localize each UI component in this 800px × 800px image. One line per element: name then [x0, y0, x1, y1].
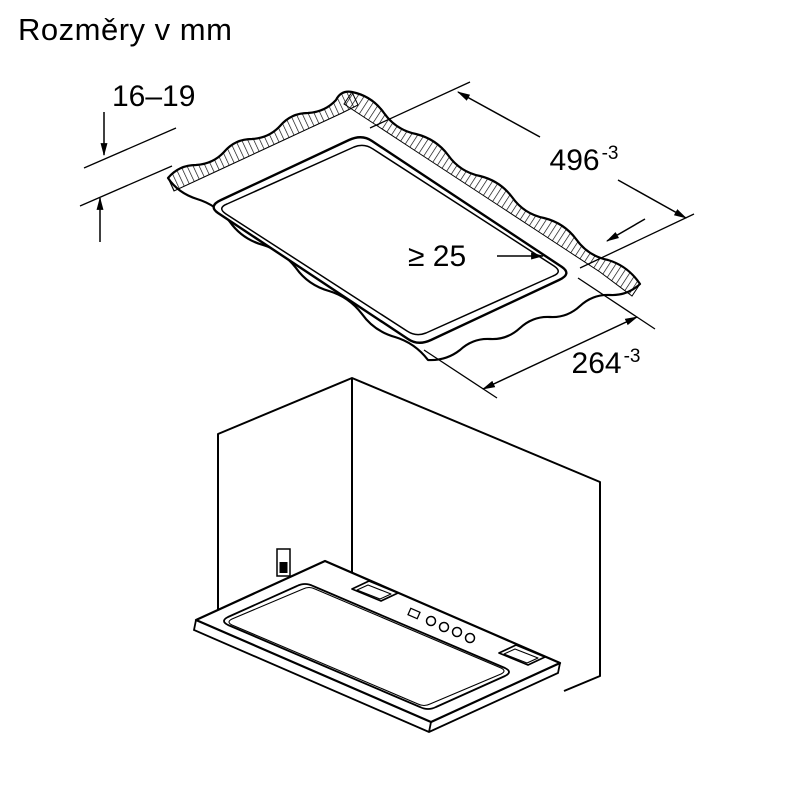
cutout-length-label: 496-3 [550, 143, 619, 177]
hatch-band-left [167, 91, 359, 192]
control-button [464, 632, 476, 644]
cabinet-outline [217, 377, 601, 692]
dim-min-distance: ≥ 25 [408, 218, 646, 273]
dimension-arrow [606, 218, 646, 242]
hood-body-thickness [192, 619, 561, 733]
extension-line [83, 127, 177, 169]
dim-cutout-length: 496-3 [369, 81, 695, 269]
min-distance-label: ≥ 25 [408, 240, 466, 273]
cutout-length-value: 496 [550, 144, 600, 177]
cutout-width-tolerance: -3 [624, 346, 641, 367]
extension-line [579, 213, 695, 269]
cutout-opening-inner [221, 144, 559, 336]
cutout-width-value: 264 [572, 347, 622, 380]
power-switch [276, 548, 291, 577]
dim-panel-thickness: 16–19 [79, 80, 195, 242]
cutout-length-tolerance: -3 [602, 143, 619, 164]
page-title: Rozměry v mm [18, 12, 233, 47]
filter-handle-right [498, 644, 546, 666]
extension-line [423, 349, 498, 399]
dimension-arrow [482, 352, 561, 390]
panel-thickness-label: 16–19 [112, 80, 195, 113]
extension-line [369, 81, 471, 129]
hood-cabinet-figure [192, 377, 601, 733]
dim-cutout-width: 264-3 [423, 277, 656, 399]
dimension-arrow [617, 179, 687, 219]
control-button [451, 626, 463, 638]
cutout-panel-figure [166, 90, 642, 362]
extension-line [79, 165, 173, 207]
dimension-arrow [559, 316, 638, 354]
cutout-width-label: 264-3 [572, 346, 641, 380]
indicator-light [407, 607, 421, 620]
hatch-band-right [343, 91, 641, 297]
dimension-arrow [457, 91, 541, 138]
extension-line [577, 277, 656, 330]
filter-handle-left [351, 580, 399, 602]
cutout-opening-outer [212, 136, 568, 344]
hood-glass-panel [223, 583, 510, 710]
control-button [438, 621, 450, 633]
control-button [425, 615, 437, 627]
hood-glass-panel-inner [228, 586, 505, 707]
control-panel [407, 607, 476, 644]
